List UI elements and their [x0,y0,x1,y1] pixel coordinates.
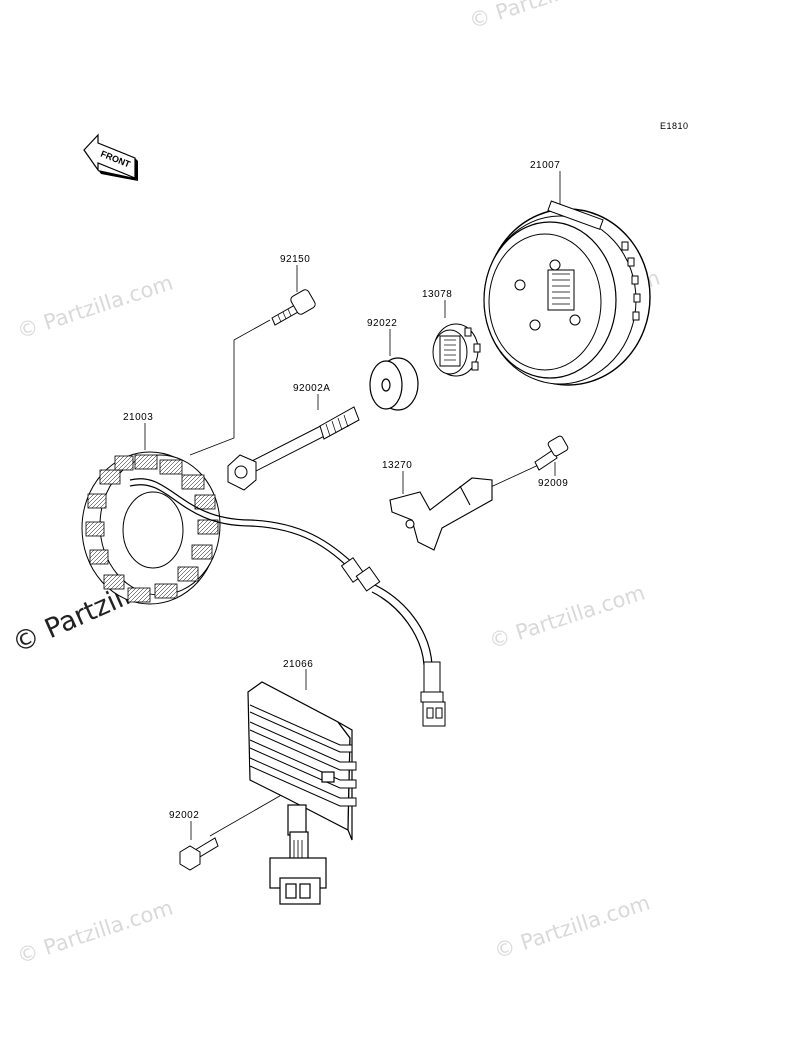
part-label-92002: 92002 [169,810,200,821]
starter-gear [432,323,481,377]
front-arrow-icon: FRONT [83,133,138,181]
washer [369,357,419,411]
part-label-21066: 21066 [283,659,314,670]
bolt-92002 [179,837,219,871]
regulator-rectifier [247,681,357,905]
part-label-92022: 92022 [367,318,398,329]
part-label-92002a: 92002A [293,383,331,394]
part-label-13270: 13270 [382,460,413,471]
part-label-92009: 92009 [538,478,569,489]
part-label-21007: 21007 [530,160,561,171]
flywheel-rotor [483,200,651,386]
diagram-code: E1810 [660,121,689,131]
part-label-13078: 13078 [422,289,453,300]
stator [81,451,446,727]
bolt-92002a [227,406,360,491]
bracket [389,477,493,551]
part-label-92150: 92150 [280,254,311,265]
leader-lines [144,171,561,840]
bolt-92009 [534,435,569,471]
part-label-21003: 21003 [123,412,154,423]
bolt-92150 [271,289,316,326]
